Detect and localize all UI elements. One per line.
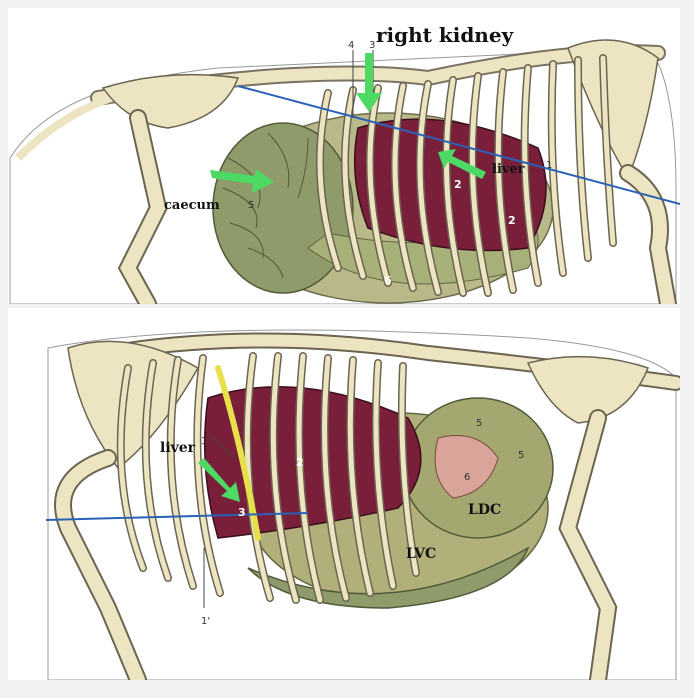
label-lvc: LVC	[406, 546, 436, 562]
bottom-anatomy-illustration: liver LDC LVC 1 2 3 5 5 6 1'	[45, 329, 680, 680]
number-4: 4	[348, 40, 354, 51]
number-5-a: 5	[476, 418, 482, 429]
number-6: 6	[384, 274, 392, 287]
number-5-b: 5	[518, 450, 524, 461]
label-liver-top: liver	[492, 162, 525, 177]
number-3: 3	[238, 506, 246, 519]
label-liver-bottom: liver	[160, 440, 196, 456]
scapula-bone	[67, 340, 200, 470]
leader-line-1	[210, 435, 234, 459]
pelvis-bone	[526, 355, 649, 424]
label-right-kidney: right kidney	[376, 23, 515, 47]
arrow-liver-top	[438, 149, 486, 179]
number-1: 1	[546, 160, 552, 171]
reference-axis-line	[237, 85, 680, 205]
bottom-diagram-panel: liver LDC LVC 1 2 3 5 5 6 1'	[8, 308, 680, 680]
number-3: 3	[369, 40, 375, 51]
arrow-right-kidney	[356, 53, 382, 112]
pink-intestines	[434, 435, 499, 499]
top-anatomy-illustration: right kidney liver caecum 4 3 1 2 2 5 6	[9, 23, 680, 304]
pelvis-bone	[101, 73, 240, 129]
body-outline	[47, 329, 677, 680]
number-1: 1	[201, 436, 207, 447]
number-2-liver-b: 2	[508, 214, 516, 227]
label-ldc: LDC	[468, 502, 501, 518]
body-outline	[9, 47, 677, 304]
reference-axis-line	[45, 512, 309, 521]
number-5-caecum: 5	[248, 200, 254, 211]
label-caecum: caecum	[164, 198, 220, 213]
arrow-caecum	[210, 169, 274, 193]
arrow-liver-bottom	[198, 458, 240, 502]
scapula-bone	[567, 39, 659, 180]
number-6: 6	[464, 472, 470, 483]
number-2-liver-a: 2	[454, 178, 462, 191]
top-diagram-panel: right kidney liver caecum 4 3 1 2 2 5 6	[8, 8, 680, 304]
ribs	[116, 352, 420, 604]
caecum-organ	[212, 122, 354, 294]
number-2: 2	[296, 456, 304, 469]
number-1-prime: 1'	[201, 616, 210, 627]
